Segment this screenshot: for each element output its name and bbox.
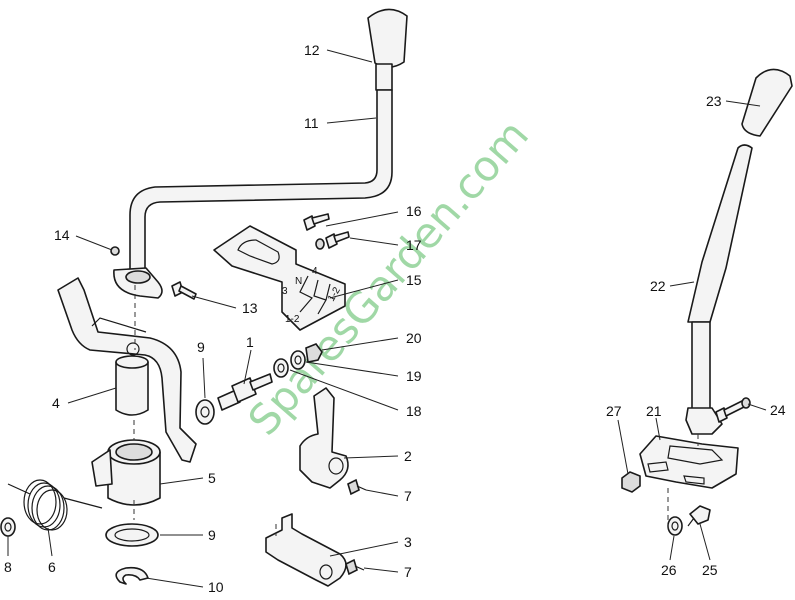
callout-23: 23	[706, 93, 722, 109]
part-13-bolt	[171, 281, 197, 300]
plate-label-3: 3	[282, 286, 288, 297]
part-14-screw	[110, 246, 120, 256]
part-20-nut	[305, 343, 323, 363]
part-25-screw	[687, 505, 711, 527]
callout-7-lower: 7	[404, 564, 412, 580]
callout-6: 6	[48, 559, 56, 575]
callout-16: 16	[406, 203, 422, 219]
plate-label-n: N	[295, 276, 302, 287]
part-10-circlip	[115, 566, 149, 585]
callout-10: 10	[208, 579, 224, 595]
callout-4: 4	[52, 395, 60, 411]
callout-8: 8	[4, 559, 12, 575]
callout-27: 27	[606, 403, 622, 419]
part-16-screw	[303, 213, 330, 231]
callout-25: 25	[702, 562, 718, 578]
part-2-selector	[299, 387, 349, 489]
callout-13: 13	[242, 300, 258, 316]
callout-5: 5	[208, 470, 216, 486]
callout-numbers: 12 11 14 13 16 17 15 20 19 18 1 9 4 5 9 …	[4, 42, 786, 595]
callout-7-upper: 7	[404, 488, 412, 504]
part-17-screw	[315, 231, 350, 250]
part-19-washer	[290, 350, 306, 370]
callout-9-middle: 9	[197, 339, 205, 355]
part-27-nut	[621, 471, 641, 493]
part-12-knob	[367, 8, 408, 69]
part-9-washer-bottom	[105, 523, 159, 547]
part-1-stud	[217, 373, 273, 411]
part-21-bracket	[639, 435, 739, 489]
part-8-washer	[0, 517, 16, 537]
callout-17: 17	[406, 237, 422, 253]
callout-21: 21	[646, 403, 662, 419]
part-11-gear-lever	[113, 63, 393, 299]
part-15-gate-plate: 3 N 4 1-2 1-2	[213, 225, 346, 331]
part-23-knob	[741, 68, 793, 137]
callout-12: 12	[304, 42, 320, 58]
callout-11: 11	[304, 115, 319, 131]
part-5-sleeve	[91, 439, 161, 506]
part-7-screw-upper	[347, 478, 367, 496]
part-22-gear-lever	[685, 144, 753, 435]
callout-9-bottom: 9	[208, 527, 216, 543]
callout-14: 14	[54, 227, 70, 243]
callout-2: 2	[404, 448, 412, 464]
callout-3: 3	[404, 534, 412, 550]
part-18-washer	[273, 358, 289, 378]
callout-20: 20	[406, 330, 422, 346]
part-24-bolt	[715, 397, 751, 423]
part-4-shift-arm	[57, 277, 197, 463]
leader-lines	[7, 49, 767, 588]
plate-label-4: 4	[312, 266, 318, 277]
callout-1: 1	[246, 334, 254, 350]
plate-label-1-2-left: 1-2	[285, 314, 300, 325]
callout-19: 19	[406, 368, 422, 384]
callout-22: 22	[650, 278, 666, 294]
part-6-spring	[7, 479, 103, 531]
part-26-washer	[667, 516, 683, 536]
callout-24: 24	[770, 402, 786, 418]
part-3-bracket	[265, 513, 347, 587]
callout-18: 18	[406, 403, 422, 419]
callout-15: 15	[406, 272, 422, 288]
part-9-washer-middle	[195, 399, 215, 425]
callout-26: 26	[661, 562, 677, 578]
part-7-screw-lower	[345, 558, 365, 576]
